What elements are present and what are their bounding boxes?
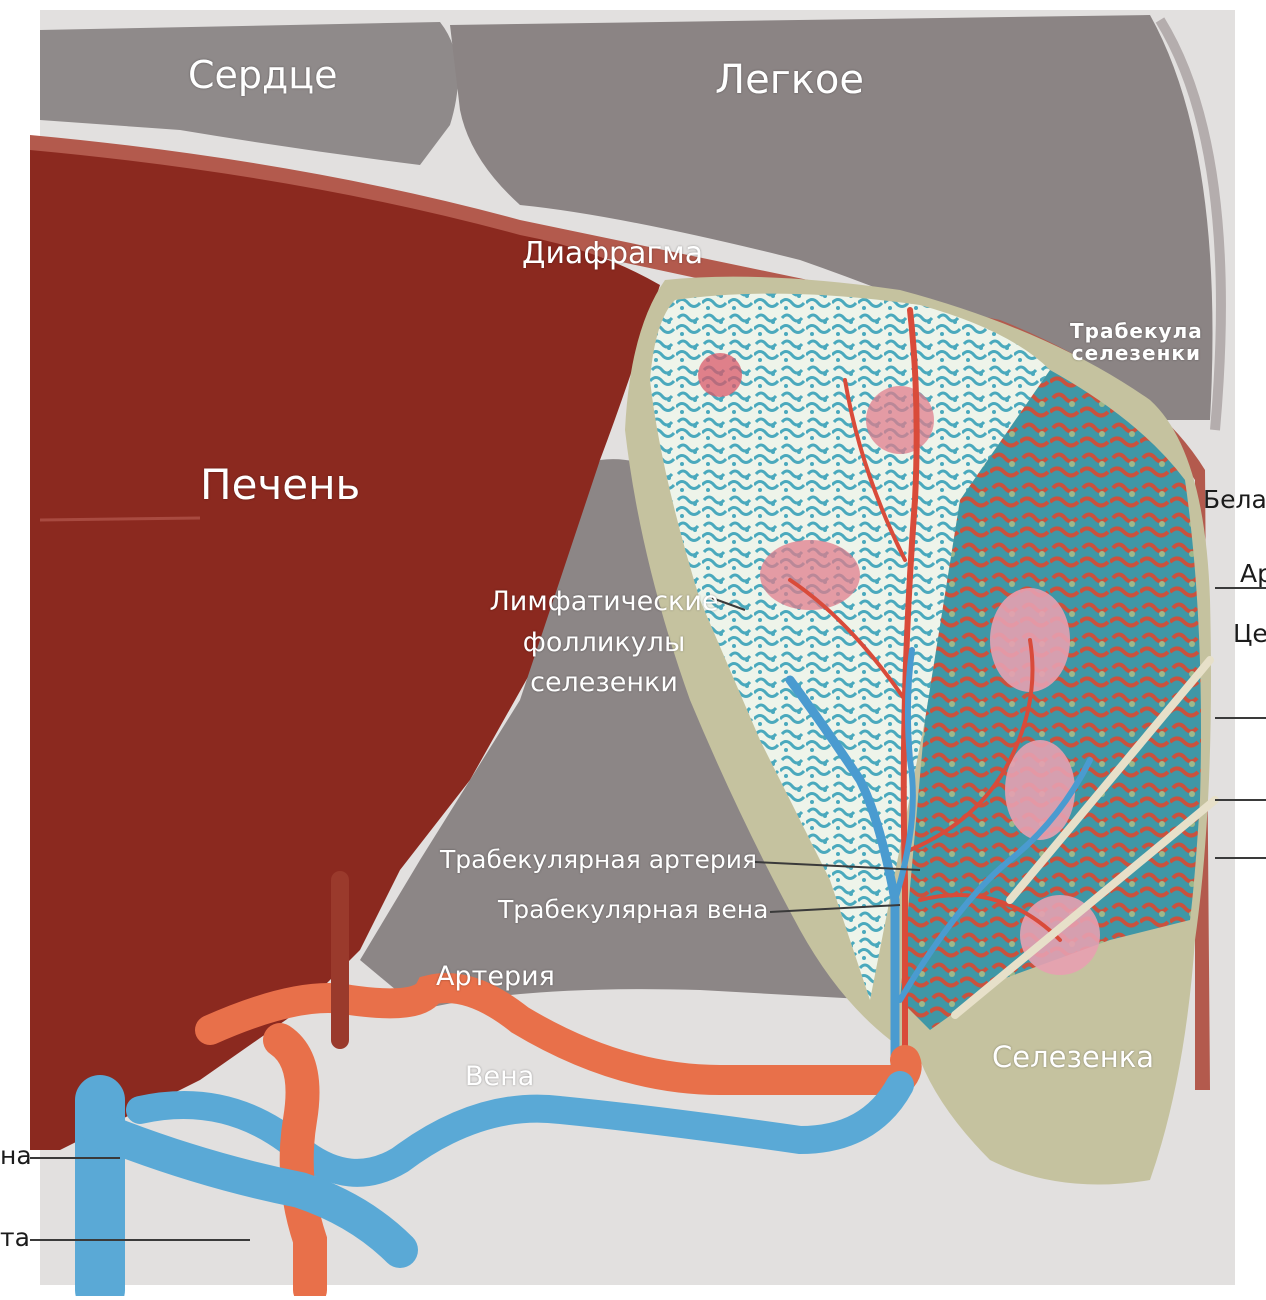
- label-trabecular-vein: Трабекулярная вена: [498, 896, 768, 924]
- label-trabecula-line2: селезенки: [1070, 342, 1203, 364]
- label-lymph-follicles-line1: Лимфатические: [484, 582, 724, 623]
- label-trabecula-line1: Трабекула: [1070, 320, 1203, 342]
- label-trabecular-artery: Трабекулярная артерия: [440, 846, 757, 874]
- label-vein: Вена: [465, 1062, 534, 1092]
- label-artery: Артерия: [436, 962, 555, 992]
- label-cut-left-1: на: [0, 1142, 32, 1170]
- label-cut-right-1: Бела: [1203, 486, 1266, 514]
- label-liver: Печень: [200, 462, 360, 508]
- label-cut-right-3: Це: [1233, 620, 1266, 648]
- label-lymph-follicles-line2: фолликулы: [484, 623, 724, 664]
- label-cut-left-2: та: [0, 1224, 30, 1252]
- label-lung: Легкое: [715, 58, 864, 102]
- label-cut-right-2: Ар: [1240, 560, 1266, 588]
- label-heart: Сердце: [188, 55, 338, 97]
- label-diaphragm: Диафрагма: [522, 237, 703, 270]
- label-spleen: Селезенка: [992, 1042, 1154, 1074]
- label-lymph-follicles: Лимфатические фолликулы селезенки: [484, 582, 724, 704]
- label-lymph-follicles-line3: селезенки: [484, 663, 724, 704]
- label-trabecula: Трабекула селезенки: [1070, 320, 1203, 364]
